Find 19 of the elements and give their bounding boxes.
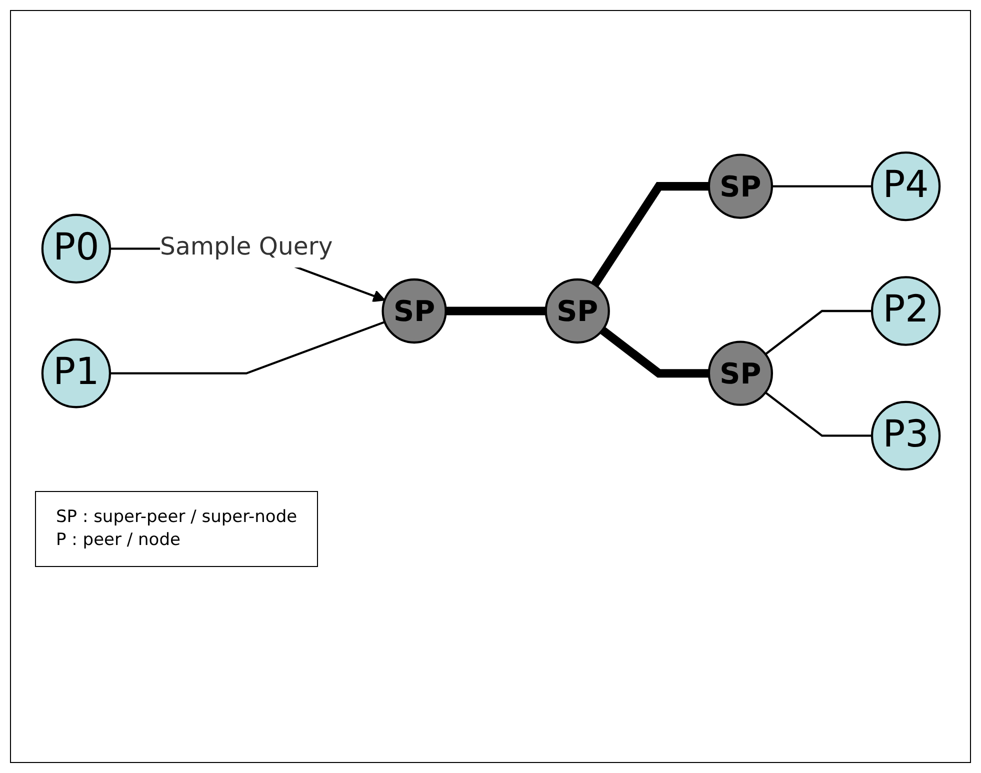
- legend-note: SP : super-peer / super-node: [56, 506, 298, 529]
- legend-note: P : peer / node: [56, 528, 182, 552]
- node-circle: P1: [41, 338, 112, 408]
- connector: [764, 392, 872, 437]
- node-circle: P0: [41, 214, 112, 284]
- node-circle: SP: [382, 278, 447, 344]
- connector: [772, 185, 872, 188]
- connector: [110, 320, 386, 374]
- node-circle: SP: [708, 154, 774, 219]
- node-circle: P4: [870, 151, 941, 222]
- connector: [600, 326, 709, 378]
- node-circle: SP: [708, 340, 774, 406]
- edge-label: Sample Query: [160, 233, 333, 262]
- node-circle: SP: [544, 278, 610, 344]
- connector: [764, 310, 872, 356]
- connector: [446, 306, 546, 316]
- connector: [591, 182, 709, 287]
- node-circle: P3: [870, 400, 941, 471]
- node-circle: P2: [870, 276, 941, 346]
